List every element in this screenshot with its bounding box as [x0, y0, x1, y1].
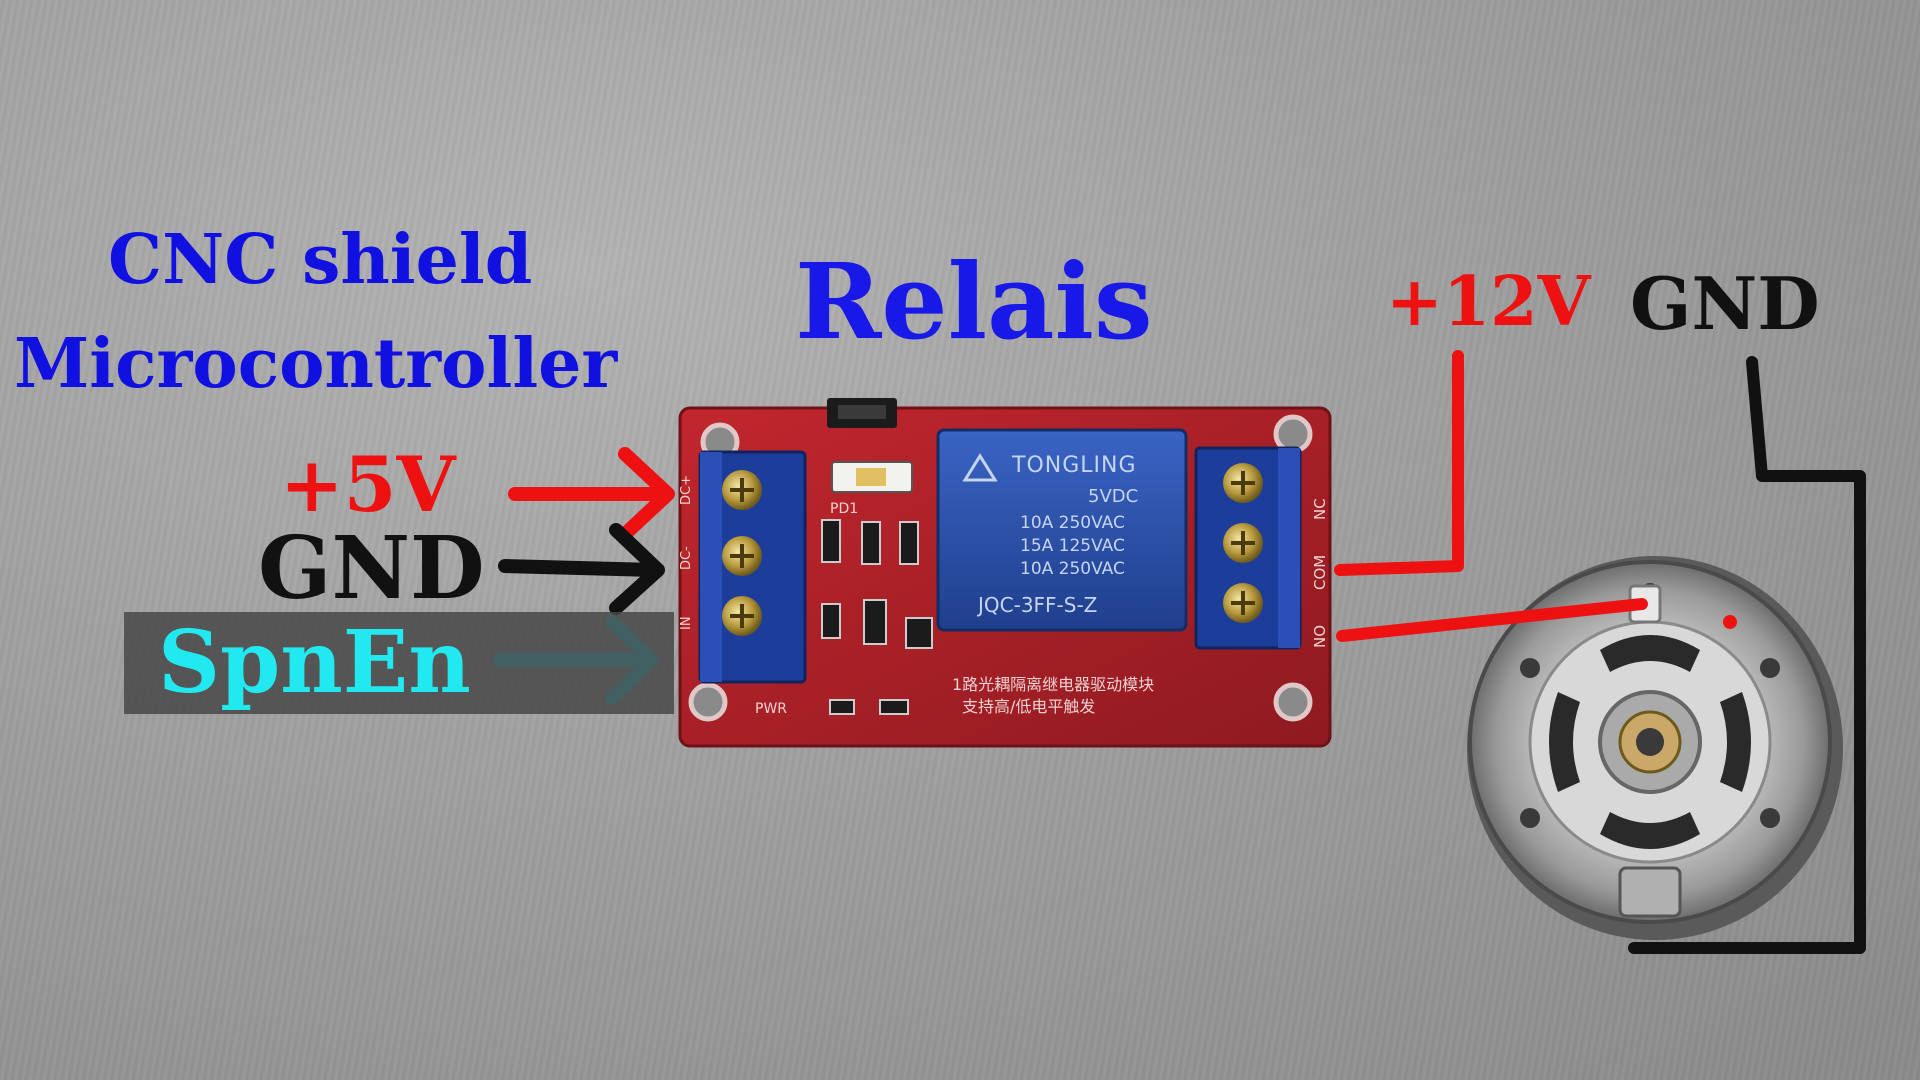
- input-terminal-block: [698, 450, 807, 684]
- wire-no-to-motor: [1336, 598, 1648, 642]
- dc-motor: [1467, 556, 1843, 940]
- input-label-5v: +5V: [280, 440, 456, 529]
- pin-label-nc: NC: [1311, 498, 1329, 520]
- relay-spec-line-3: 10A 250VAC: [1020, 559, 1125, 579]
- relay-spec-line-2: 15A 125VAC: [1020, 536, 1125, 556]
- pin-label-com: COM: [1311, 555, 1329, 590]
- pwr-label: PWR: [755, 701, 787, 717]
- jumper: [827, 398, 897, 428]
- pin-label-no: NO: [1311, 625, 1329, 648]
- controller-label-line-1: CNC shield: [108, 220, 533, 300]
- pin-label-dc-plus: DC+: [679, 475, 694, 505]
- motor-terminal-bottom: [1618, 866, 1682, 918]
- arrow-gnd: [498, 523, 665, 615]
- relay-title: Relais: [795, 240, 1153, 363]
- pin-label-dc-minus: DC-: [679, 546, 694, 570]
- arrow-5v: [508, 447, 675, 541]
- relay-spec-voltage: 5VDC: [1088, 486, 1138, 507]
- mounting-hole: [1273, 414, 1313, 454]
- mounting-hole: [688, 682, 728, 722]
- mounting-hole: [1273, 682, 1313, 722]
- output-terminal-block: [1194, 446, 1302, 650]
- relay-model: JQC-3FF-S-Z: [976, 593, 1097, 617]
- relay-spec-line-1: 10A 250VAC: [1020, 513, 1125, 533]
- supply-label-gnd: GND: [1630, 261, 1820, 346]
- smd-components: [821, 461, 933, 715]
- pin-label-in: IN: [679, 616, 694, 630]
- board-text-line-1: 1路光耦隔离继电器驱动模块: [952, 675, 1154, 694]
- supply-label-12v: +12V: [1386, 262, 1591, 342]
- wire-gnd-motor: [1628, 356, 1866, 954]
- motor-polarity-dot: [1723, 615, 1737, 629]
- motor-vent-holes: [1549, 635, 1751, 849]
- led-label: PD1: [830, 501, 858, 517]
- spnen-label-background: [124, 612, 674, 714]
- input-label-gnd: GND: [258, 518, 485, 619]
- relay-module: DC+ DC- IN PD1 PWR TONG: [678, 398, 1332, 748]
- board-text-line-2: 支持高/低电平触发: [962, 697, 1095, 716]
- wire-12v: [1334, 350, 1464, 576]
- input-label-spnen: SpnEn: [158, 612, 471, 713]
- relay-brand: TONGLING: [1011, 453, 1137, 478]
- controller-label-line-2: Microcontroller: [14, 324, 618, 404]
- relay-component: TONGLING 5VDC 10A 250VAC 15A 125VAC 10A …: [936, 428, 1188, 632]
